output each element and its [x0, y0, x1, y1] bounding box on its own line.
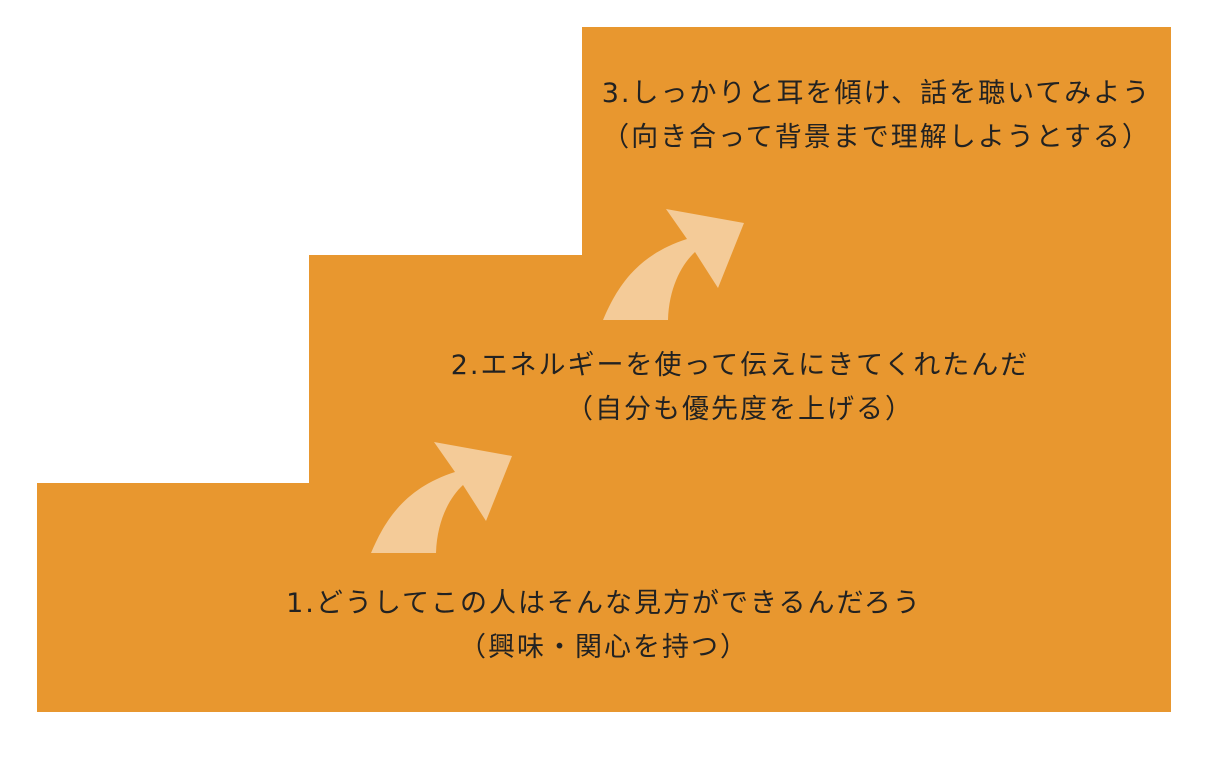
step-3-subtitle: （向き合って背景まで理解しようとする）: [602, 122, 1151, 153]
step-2-title: 2.エネルギーを使って伝えにきてくれたんだ: [450, 350, 1030, 381]
arrow-up-right-icon: [371, 442, 512, 553]
step-3-label: 3.しっかりと耳を傾け、話を聴いてみよう （向き合って背景まで理解しようとする）: [582, 72, 1171, 160]
step-1-label: 1.どうしてこの人はそんな見方ができるんだろう （興味・関心を持つ）: [37, 582, 1171, 670]
step-2-label: 2.エネルギーを使って伝えにきてくれたんだ （自分も優先度を上げる）: [309, 344, 1171, 432]
step-1-title: 1.どうしてこの人はそんな見方ができるんだろう: [286, 588, 922, 619]
staircase-shape: [37, 27, 1171, 712]
arrow-up-right-icon: [603, 209, 744, 320]
step-3-title: 3.しっかりと耳を傾け、話を聴いてみよう: [601, 78, 1152, 109]
step-1-subtitle: （興味・関心を持つ）: [459, 632, 749, 663]
step-2-subtitle: （自分も優先度を上げる）: [566, 394, 914, 425]
